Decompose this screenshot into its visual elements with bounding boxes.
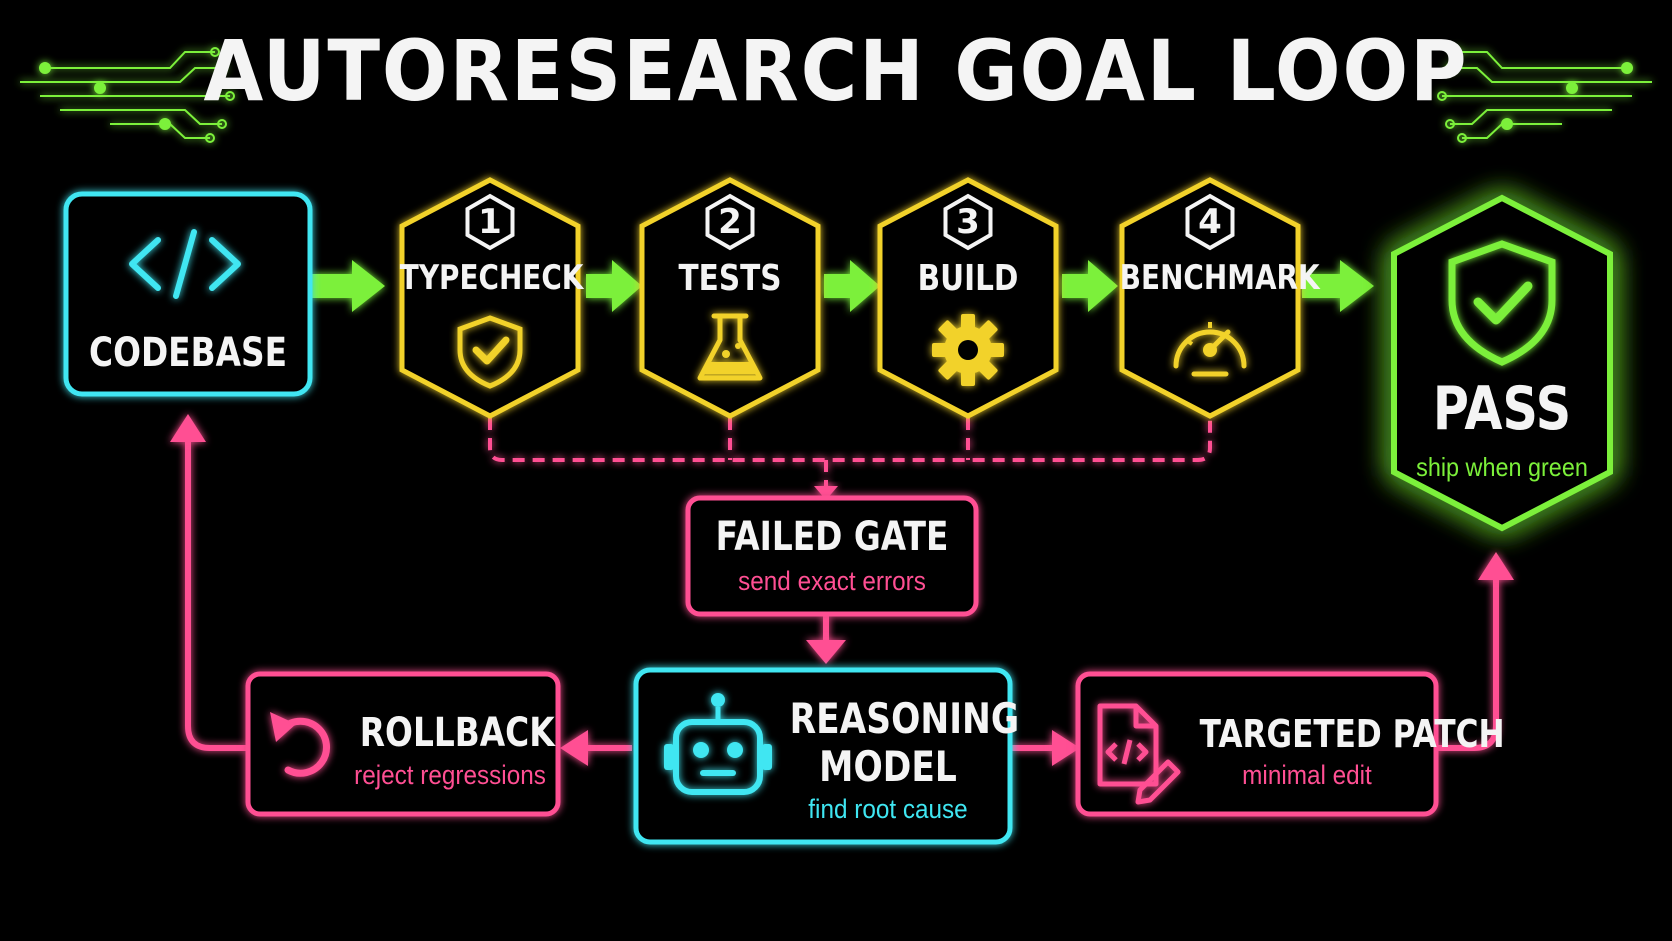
speedometer-icon	[1173, 322, 1247, 377]
failed-gate-sublabel: send exact errors	[738, 566, 926, 596]
gate-number-1: 1	[478, 202, 502, 242]
gate-number-badge	[705, 193, 755, 251]
flask-icon	[697, 313, 763, 381]
loop-lines	[185, 438, 1499, 751]
pass-sublabel: ship when green	[1416, 452, 1588, 482]
arrow-typecheck-to-tests	[586, 260, 642, 312]
code-file-edit-icon	[1097, 703, 1181, 805]
circuit-decoration-right	[1437, 47, 1652, 143]
shield-check-icon	[457, 315, 523, 389]
gate-label-benchmark: BENCHMARK	[1119, 258, 1320, 298]
gate-number-2: 2	[718, 202, 742, 242]
arrow-into-failed-gate	[814, 486, 838, 500]
gate-hexagon-typecheck[interactable]	[399, 177, 581, 419]
gate-label-tests: TESTS	[678, 258, 782, 299]
rollback-box[interactable]	[245, 671, 561, 817]
forward-arrows	[312, 260, 1374, 312]
gate-hexagon-build[interactable]	[877, 177, 1059, 419]
rollback-sublabel: reject regressions	[354, 760, 546, 790]
circuit-decoration-left	[20, 47, 235, 143]
gate-number-badge	[1185, 193, 1235, 251]
rollback-label: ROLLBACK	[359, 710, 555, 756]
reasoning-model-label-line1: REASONING	[789, 694, 1020, 743]
reasoning-model-sublabel: find root cause	[808, 794, 968, 824]
arrow-codebase-to-typecheck	[312, 260, 385, 312]
arrow-tests-to-build	[824, 260, 880, 312]
undo-icon	[270, 712, 330, 777]
arrow-benchmark-to-pass	[1302, 260, 1374, 312]
loop-arrowheads	[170, 414, 1514, 766]
reasoning-model-box[interactable]	[633, 667, 1013, 845]
targeted-patch-label: TARGETED PATCH	[1199, 712, 1505, 756]
pass-shield-check-icon	[1448, 240, 1556, 366]
targeted-patch-sublabel: minimal edit	[1242, 760, 1372, 790]
gate-hexagon-tests[interactable]	[639, 177, 821, 419]
codebase-box[interactable]	[63, 191, 313, 397]
failed-gate-box[interactable]	[685, 495, 979, 617]
gear-icon	[932, 314, 1004, 386]
failure-collector-lines	[488, 418, 1212, 490]
gate-hexagon-benchmark[interactable]	[1119, 177, 1301, 419]
gate-label-typecheck: TYPECHECK	[399, 258, 584, 298]
gate-number-badge	[465, 193, 515, 251]
reasoning-model-label-line2: MODEL	[819, 742, 957, 791]
gate-label-build: BUILD	[917, 258, 1019, 299]
codebase-label: CODEBASE	[88, 330, 288, 376]
gate-number-badge	[943, 193, 993, 251]
arrow-build-to-benchmark	[1062, 260, 1118, 312]
robot-icon	[664, 693, 772, 795]
pass-label: PASS	[1432, 374, 1572, 444]
failed-gate-label: FAILED GATE	[715, 514, 949, 560]
page-title: AUTORESEARCH GOAL LOOP	[203, 22, 1469, 120]
gate-number-3: 3	[956, 202, 980, 242]
code-brackets-icon	[129, 229, 241, 299]
gate-number-4: 4	[1198, 202, 1222, 242]
